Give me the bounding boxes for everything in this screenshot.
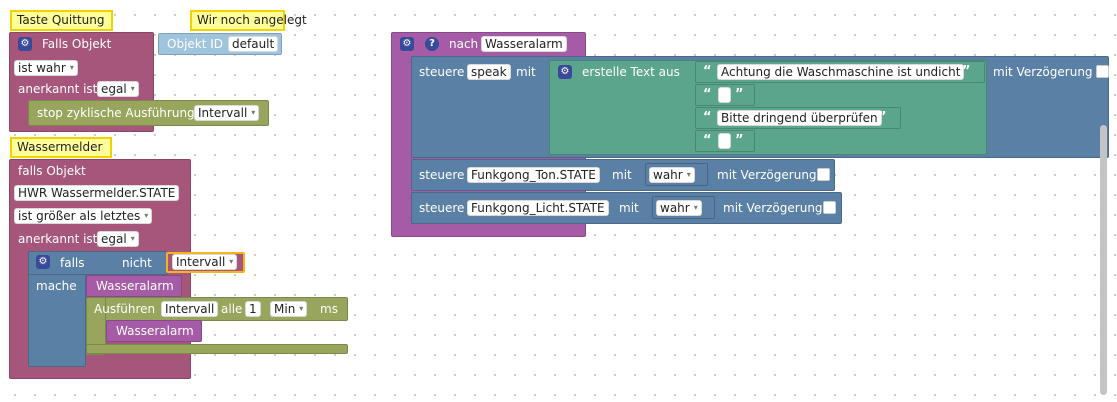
- mache-label: mache: [36, 279, 77, 293]
- alle-label: alle: [221, 302, 243, 316]
- gear-icon[interactable]: ⚙: [400, 37, 414, 51]
- open-quote-icon: “: [703, 133, 712, 148]
- open-quote-icon: “: [703, 64, 712, 79]
- dropdown-arrow-icon: ▾: [299, 304, 304, 313]
- intervall-value: Intervall: [176, 255, 226, 269]
- anerkannt-value: egal: [101, 232, 127, 246]
- nicht-label: nicht: [122, 256, 152, 270]
- objekt-id-field[interactable]: default: [228, 36, 279, 52]
- funkgong-ton-target-field[interactable]: Funkgong_Ton.STATE: [467, 167, 600, 183]
- steuere-label: steuere: [419, 201, 465, 215]
- gear-icon[interactable]: ⚙: [558, 65, 572, 79]
- comment-text: Wassermelder: [17, 140, 103, 154]
- condition-dropdown[interactable]: ist größer als letztes▾: [14, 208, 153, 224]
- mit-label: mit: [516, 65, 536, 79]
- falls-objekt-label: falls Objekt: [18, 164, 86, 178]
- dropdown-arrow-icon: ▾: [693, 203, 698, 212]
- dropdown-arrow-icon: ▾: [130, 234, 135, 243]
- mit-verzoegerung-label: mit Verzögerung: [723, 201, 823, 215]
- objekt-id-label: Objekt ID: [167, 37, 224, 51]
- delay-checkbox[interactable]: [823, 201, 836, 214]
- ms-label: ms: [320, 302, 338, 316]
- open-quote-icon: “: [703, 87, 712, 102]
- boolean-dropdown-ton[interactable]: wahr▾: [649, 167, 695, 183]
- if-condition-row: [28, 251, 168, 275]
- comment-text: Wir noch angelegt: [197, 13, 307, 27]
- boolean-dropdown-licht[interactable]: wahr▾: [656, 200, 702, 216]
- interval-name-field[interactable]: Intervall: [161, 301, 219, 317]
- help-icon[interactable]: ?: [425, 37, 439, 51]
- interval-timer-foot: [86, 344, 348, 354]
- dropdown-arrow-icon: ▾: [130, 84, 135, 93]
- comment-taste-quittung[interactable]: Taste Quittung: [10, 10, 113, 31]
- close-quote-icon: ”: [735, 87, 744, 102]
- anerkannt-dropdown[interactable]: egal▾: [97, 81, 139, 97]
- falls-label: falls: [60, 256, 85, 270]
- dropdown-arrow-icon: ▾: [229, 257, 234, 266]
- procedure-call-wasseralarm[interactable]: [86, 275, 182, 297]
- delay-checkbox[interactable]: [817, 168, 830, 181]
- stop-timer-label: stop zyklische Ausführung: [37, 106, 195, 120]
- create-text-label: erstelle Text aus: [582, 65, 680, 79]
- close-quote-icon: ”: [878, 110, 887, 125]
- mit-label: mit: [619, 201, 639, 215]
- funkgong-licht-target-field[interactable]: Funkgong_Licht.STATE: [467, 200, 609, 216]
- close-quote-icon: ”: [962, 64, 971, 79]
- anerkannt-label: anerkannt ist: [18, 232, 98, 246]
- procedure-call-label: Wasseralarm: [116, 324, 194, 338]
- anerkannt-dropdown[interactable]: egal▾: [97, 231, 139, 247]
- text-field-3[interactable]: Bitte dringend überprüfen: [717, 110, 882, 126]
- mit-verzoegerung-label: mit Verzögerung: [993, 65, 1093, 79]
- anerkannt-label: anerkannt ist: [18, 82, 98, 96]
- comment-wir-noch-angelegt[interactable]: Wir noch angelegt: [190, 10, 307, 31]
- open-quote-icon: “: [703, 110, 712, 125]
- boolean-value: wahr: [660, 201, 690, 215]
- interval-value-field[interactable]: 1: [245, 301, 261, 317]
- delay-checkbox[interactable]: [1096, 65, 1109, 78]
- condition-value: ist wahr: [18, 61, 66, 75]
- speak-target-field[interactable]: speak: [467, 64, 511, 80]
- dropdown-arrow-icon: ▾: [251, 108, 256, 117]
- gear-icon[interactable]: ⚙: [36, 255, 50, 269]
- anerkannt-value: egal: [101, 82, 127, 96]
- dropdown-arrow-icon: ▾: [69, 63, 74, 72]
- steuere-label: steuere: [419, 168, 465, 182]
- dropdown-arrow-icon: ▾: [686, 170, 691, 179]
- vertical-scrollbar[interactable]: [1100, 125, 1107, 395]
- interval-unit-dropdown[interactable]: Min▾: [270, 301, 308, 317]
- text-field-2[interactable]: [718, 87, 731, 103]
- comment-wassermelder[interactable]: Wassermelder: [10, 137, 112, 158]
- mit-verzoegerung-label: mit Verzögerung: [717, 168, 817, 182]
- procedure-call-wasseralarm-inner[interactable]: [106, 320, 202, 342]
- close-quote-icon: ”: [735, 133, 744, 148]
- stop-timer-dropdown[interactable]: Intervall▾: [194, 105, 260, 121]
- boolean-value: wahr: [653, 168, 683, 182]
- stop-timer-value: Intervall: [198, 106, 248, 120]
- ausfuehren-label: Ausführen: [94, 302, 156, 316]
- condition-value: ist größer als letztes: [18, 209, 141, 223]
- mit-label: mit: [612, 168, 632, 182]
- falls-objekt-label: Falls Objekt: [42, 37, 112, 51]
- text-field-4[interactable]: [718, 133, 731, 149]
- interval-unit-value: Min: [274, 302, 296, 316]
- dropdown-arrow-icon: ▾: [144, 211, 149, 220]
- condition-dropdown[interactable]: ist wahr▾: [14, 60, 78, 76]
- nach-label: nach: [449, 37, 479, 51]
- intervall-dropdown[interactable]: Intervall▾: [172, 254, 238, 270]
- interval-timer-body: [86, 297, 106, 355]
- object-id-field[interactable]: HWR Wassermelder.STATE: [14, 185, 180, 201]
- steuere-label: steuere: [419, 65, 465, 79]
- comment-text: Taste Quittung: [17, 13, 105, 27]
- text-field-1[interactable]: Achtung die Waschmaschine ist undicht: [717, 64, 965, 80]
- gear-icon[interactable]: ⚙: [18, 37, 32, 51]
- function-name-field[interactable]: Wasseralarm: [481, 36, 567, 52]
- procedure-call-label: Wasseralarm: [96, 279, 174, 293]
